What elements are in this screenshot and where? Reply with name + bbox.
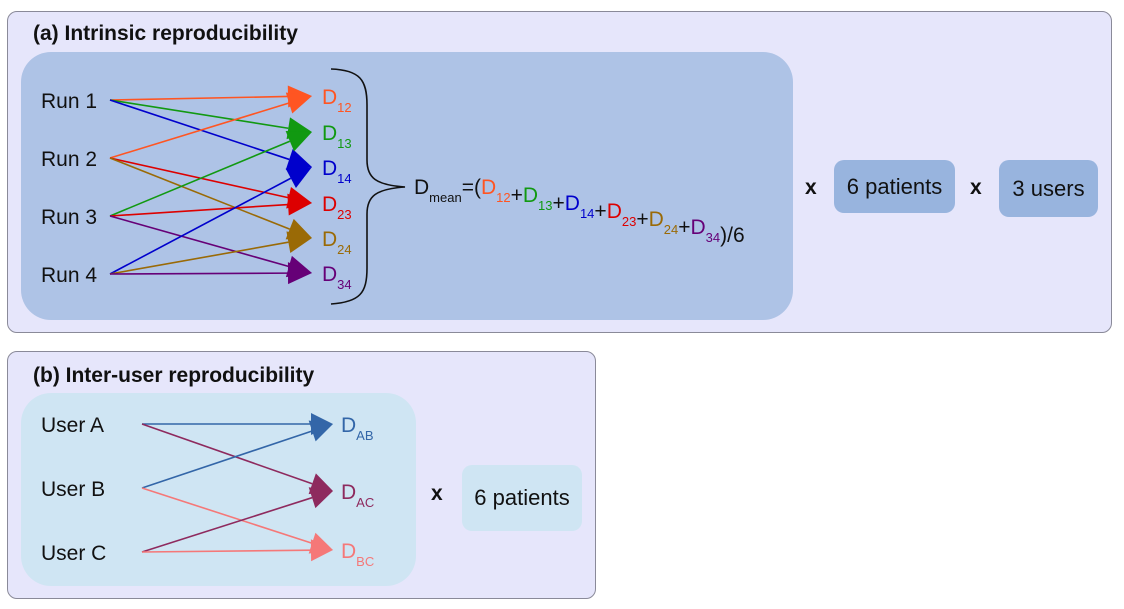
patients-box: 6 patients	[834, 160, 955, 213]
arrowhead-icon	[286, 231, 312, 254]
a-node-label: Run 1	[41, 90, 97, 113]
b-target-label: DBC	[341, 540, 374, 569]
a-target-label: D24	[322, 228, 352, 257]
distance-labels-b: DAB DAC DBC	[341, 414, 374, 569]
a-target-label: D13	[322, 122, 352, 151]
arrowhead-icon	[308, 420, 333, 442]
panel-b-title: (b) Inter-user reproducibility	[33, 364, 315, 387]
multiply-sign-1: x	[805, 176, 817, 199]
b-target-label: DAB	[341, 414, 374, 443]
a-edge	[109, 157, 290, 230]
a-edge	[109, 140, 291, 217]
a-edge	[109, 157, 289, 199]
b-edge	[141, 423, 313, 485]
b-edge	[141, 487, 313, 544]
a-node-label: Run 3	[41, 206, 97, 229]
b-edge	[141, 496, 313, 553]
a-edge	[109, 177, 292, 275]
panel-a-title: (a) Intrinsic reproducibility	[33, 22, 298, 45]
multiply-sign-2: x	[970, 176, 982, 199]
arrowhead-icon	[287, 193, 312, 216]
b-edge	[141, 430, 313, 489]
curly-brace	[330, 68, 406, 305]
patients-box-b: 6 patients	[462, 465, 582, 531]
a-node-label: Run 2	[41, 148, 97, 171]
users-comparison-area	[21, 393, 416, 586]
runs-comparison-area	[21, 52, 793, 320]
user-labels: User A User B User C	[41, 414, 106, 565]
panel-inter-user-reproducibility: (b) Inter-user reproducibility x 6 patie…	[7, 351, 596, 599]
b-edge	[141, 549, 312, 553]
a-edge	[109, 99, 289, 130]
a-target-label: D34	[322, 263, 352, 292]
a-node-label: Run 4	[41, 264, 97, 287]
b-target-label: DAC	[341, 481, 374, 510]
a-target-label: D23	[322, 193, 352, 222]
a-edge	[109, 241, 289, 275]
b-node-label: User C	[41, 542, 106, 565]
user-edges	[141, 413, 333, 562]
arrowhead-icon	[285, 92, 312, 114]
a-edge	[109, 95, 289, 101]
a-target-label: D14	[322, 157, 352, 186]
a-edge	[109, 203, 289, 217]
arrowhead-icon	[285, 131, 312, 152]
a-edge	[109, 102, 290, 159]
run-edges	[109, 85, 312, 285]
panel-intrinsic-reproducibility: (a) Intrinsic reproducibility x 6 patien…	[7, 11, 1112, 333]
arrowhead-icon	[285, 149, 312, 170]
arrowhead-icon	[287, 262, 312, 285]
arrowhead-icon	[285, 167, 312, 188]
a-target-label: D12	[322, 86, 352, 115]
mean-distance-formula: Dmean=(D12+D13+D14+D23+D24+D34)/6	[414, 176, 745, 247]
multiply-sign-b: x	[431, 482, 443, 505]
b-node-label: User B	[41, 478, 105, 501]
arrowhead-icon	[310, 539, 333, 562]
arrowhead-icon	[308, 487, 333, 509]
users-box: 3 users	[999, 160, 1098, 217]
b-node-label: User A	[41, 414, 104, 437]
a-edge	[109, 215, 290, 268]
run-labels: Run 1 Run 2 Run 3 Run 4	[41, 90, 97, 287]
a-edge	[109, 272, 289, 275]
